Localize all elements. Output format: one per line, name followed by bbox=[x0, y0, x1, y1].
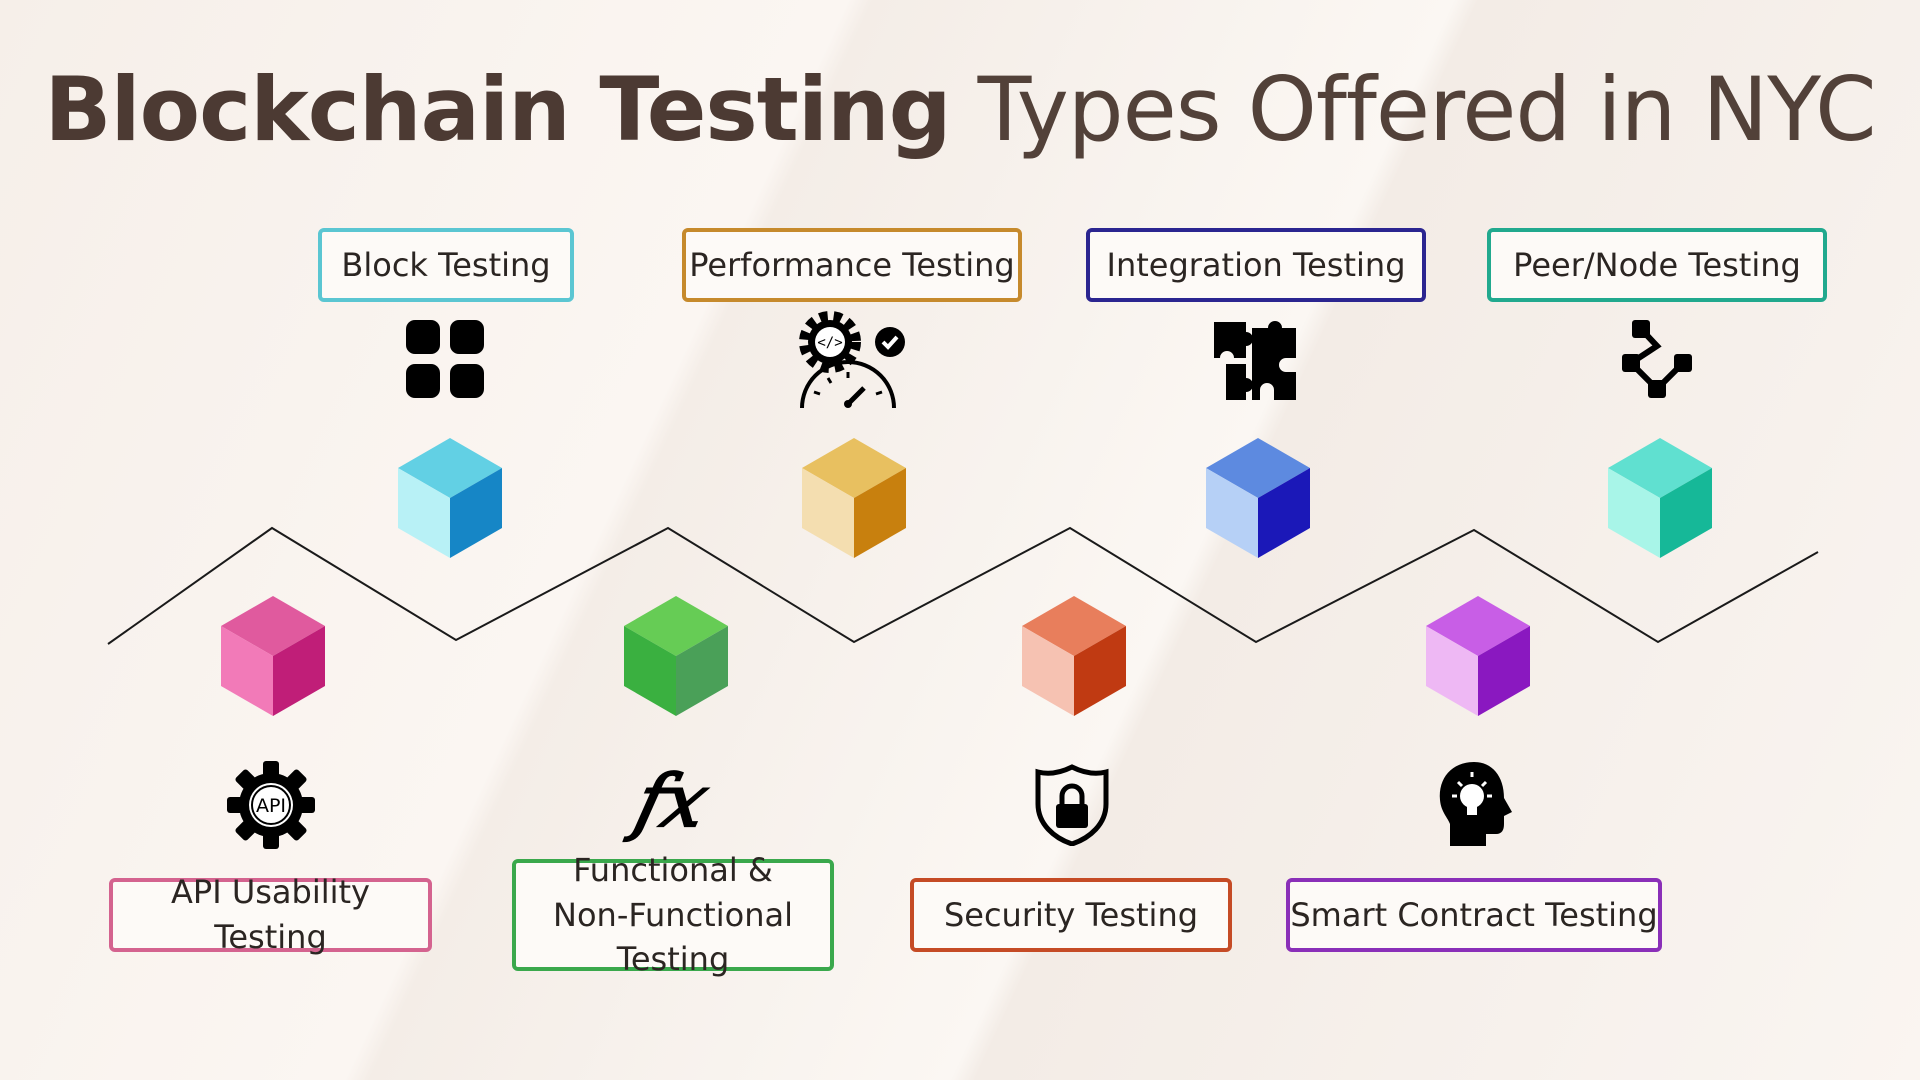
functional-testing-label: Functional & Non-Functional Testing bbox=[512, 851, 834, 978]
integration-testing-cube bbox=[1206, 438, 1310, 558]
smart-contract-testing-label: Smart Contract Testing bbox=[1286, 878, 1662, 952]
functional-testing-cube bbox=[624, 596, 728, 716]
api-testing-cube bbox=[221, 596, 325, 716]
svg-text:</>: </> bbox=[817, 335, 842, 351]
grid-icon bbox=[406, 320, 484, 398]
svg-text:API: API bbox=[256, 795, 286, 817]
integration-testing-label: Integration Testing bbox=[1086, 228, 1426, 302]
api-usability-testing-label: API Usability Testing bbox=[109, 873, 432, 956]
head-bulb-icon bbox=[1439, 762, 1512, 846]
performance-testing-label: Performance Testing bbox=[682, 228, 1022, 302]
security-testing-label: Security Testing bbox=[910, 878, 1232, 952]
peer-node-testing-label: Peer/Node Testing bbox=[1487, 228, 1827, 302]
api-gear-icon: API bbox=[227, 761, 315, 849]
performance-gauge-icon: </> bbox=[799, 311, 905, 409]
function-fx-icon: 𝑓𝑥 bbox=[632, 758, 700, 843]
node-network-icon bbox=[1622, 320, 1692, 398]
shield-lock-icon bbox=[1035, 764, 1109, 846]
block-testing-cube bbox=[398, 438, 502, 558]
puzzle-icon bbox=[1214, 321, 1296, 400]
block-testing-label: Block Testing bbox=[318, 228, 574, 302]
security-testing-cube bbox=[1022, 596, 1126, 716]
performance-testing-cube bbox=[802, 438, 906, 558]
peer-node-testing-cube bbox=[1608, 438, 1712, 558]
page-title: Blockchain Testing Types Offered in NYC bbox=[44, 58, 1876, 161]
smart-contract-testing-cube bbox=[1426, 596, 1530, 716]
